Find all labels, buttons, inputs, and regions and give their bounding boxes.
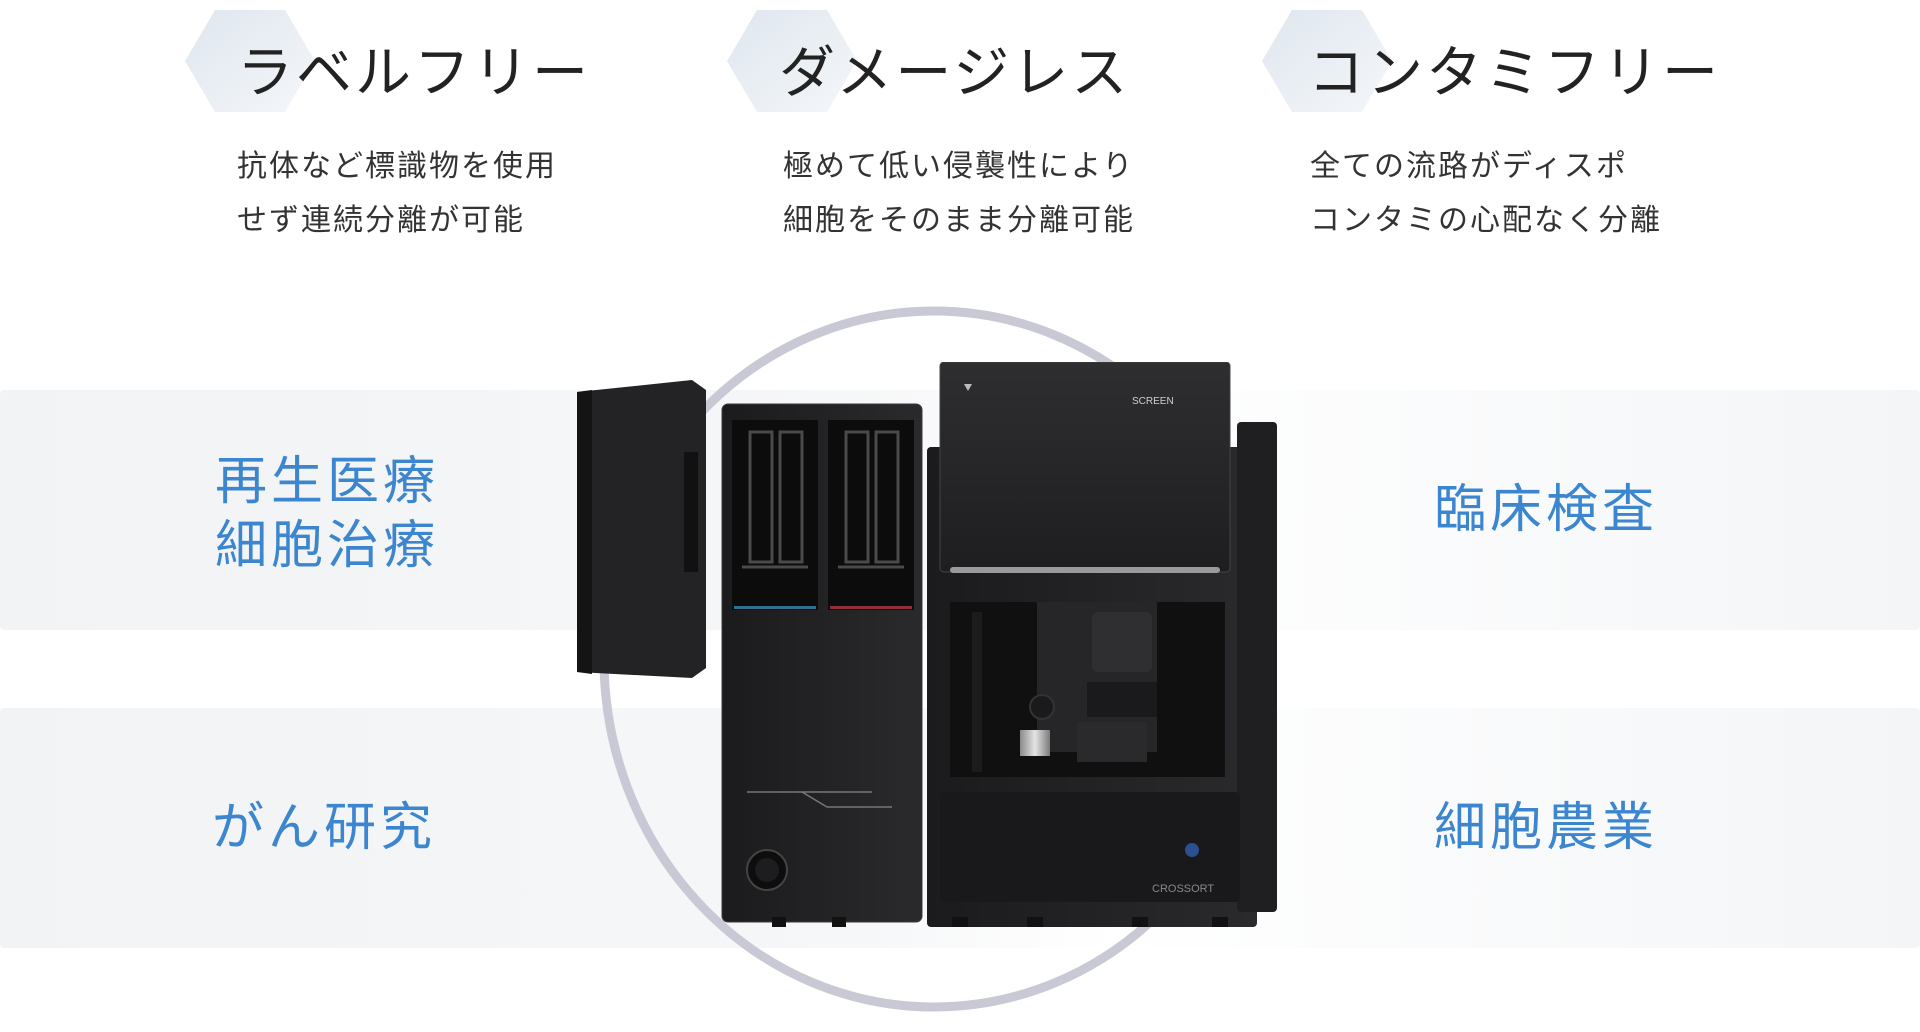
feature-title: コンタミフリー	[1308, 41, 1721, 106]
feature-desc-line: 抗体など標識物を使用	[237, 149, 557, 184]
feature-title: ラベルフリー	[237, 41, 591, 106]
feature-desc-line: せず連続分離が可能	[237, 203, 525, 238]
hexagon-icon	[1262, 10, 1392, 112]
feature-desc-line: コンタミの心配なく分離	[1310, 203, 1662, 238]
hexagon-icon	[727, 10, 857, 112]
feature-description: 全ての流路がディスポ コンタミの心配なく分離	[1310, 140, 1662, 248]
feature-description: 抗体など標識物を使用 せず連続分離が可能	[237, 140, 557, 248]
brand-label: SCREEN	[1132, 396, 1174, 407]
application-cellular-agriculture: 細胞農業	[1434, 798, 1659, 858]
application-regenerative-medicine: 再生医療 細胞治療	[215, 450, 439, 578]
feature-desc-line: 極めて低い侵襲性により	[783, 149, 1135, 184]
application-label-line: 再生医療	[215, 452, 440, 512]
cell-sorter-device-image: SCREEN CROSSORT	[577, 362, 1277, 927]
application-clinical-testing: 臨床検査	[1434, 480, 1659, 540]
hexagon-icon	[185, 10, 315, 112]
feature-description: 極めて低い侵襲性により 細胞をそのまま分離可能	[783, 140, 1135, 248]
model-label: CROSSORT	[1152, 883, 1214, 895]
application-cancer-research: がん研究	[212, 798, 437, 858]
feature-desc-line: 細胞をそのまま分離可能	[783, 203, 1135, 238]
application-label-line: 細胞治療	[215, 516, 440, 576]
feature-desc-line: 全ての流路がディスポ	[1310, 149, 1628, 184]
feature-title: ダメージレス	[779, 41, 1131, 106]
